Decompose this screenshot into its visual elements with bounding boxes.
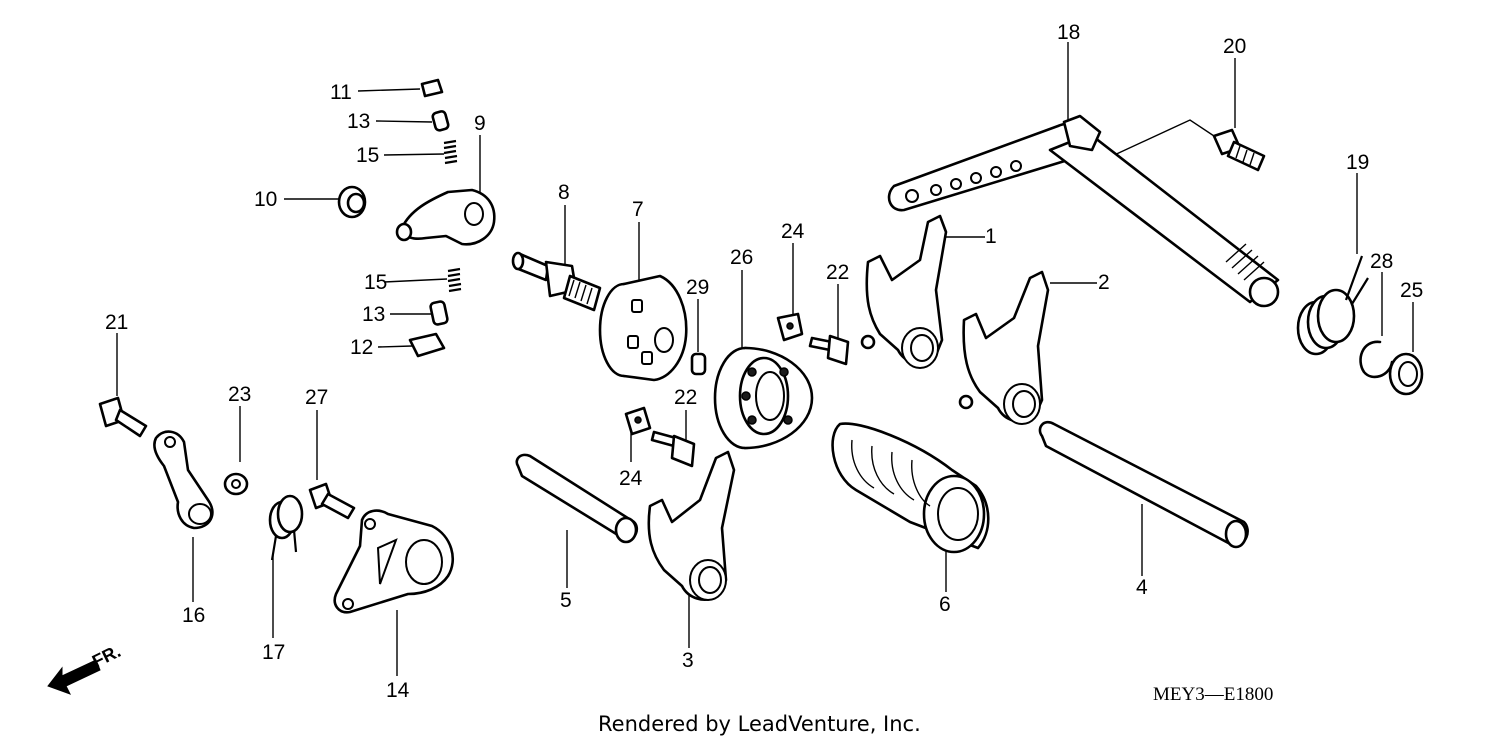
part-26-bearing <box>713 346 814 450</box>
credit-text: Rendered by LeadVenture, Inc. <box>598 712 921 736</box>
callout-15-lower: 15 <box>364 271 387 294</box>
part-16-stopper-arm <box>153 430 214 530</box>
callout-1: 1 <box>985 225 997 248</box>
part-1-shift-fork <box>860 214 948 369</box>
part-6-shift-drum <box>831 422 990 554</box>
callout-8: 8 <box>558 181 570 204</box>
part-12-stopper-cap <box>408 332 446 358</box>
part-15-upper-spring <box>443 139 458 165</box>
part-25-washer <box>1388 352 1424 396</box>
callout-5: 5 <box>560 589 572 612</box>
part-13-upper-pin <box>431 110 450 132</box>
callout-18: 18 <box>1057 21 1080 44</box>
part-23-washer <box>223 472 249 496</box>
part-2-shift-fork <box>958 270 1050 425</box>
callout-24-upper: 24 <box>781 220 805 243</box>
part-5-guide-shaft <box>515 453 639 544</box>
part-14-plate <box>333 509 455 614</box>
callout-13-lower: 13 <box>362 303 385 326</box>
part-20-bolt <box>1212 128 1266 172</box>
part-28-circlip <box>1359 340 1394 379</box>
callout-26: 26 <box>730 246 753 269</box>
callout-15-upper: 15 <box>356 144 379 167</box>
part-22-upper-bolt <box>808 334 850 366</box>
part-18-gearshift-spindle <box>887 114 1280 308</box>
callout-16: 16 <box>182 604 205 627</box>
part-9-stopper-arm <box>395 188 496 246</box>
part-24-upper-plate <box>776 312 804 342</box>
diagram-code: MEY3—E1800 <box>1153 684 1273 705</box>
part-4-guide-shaft <box>1038 420 1249 549</box>
part-24-lower-plate <box>624 406 652 436</box>
callout-22-upper: 22 <box>826 261 849 284</box>
part-10-collar <box>337 185 367 219</box>
leader-lines <box>116 42 1414 676</box>
callout-24-lower: 24 <box>619 467 643 490</box>
part-11-stopper-cap <box>420 78 444 98</box>
part-21-bolt <box>98 396 148 438</box>
callout-9: 9 <box>474 112 486 135</box>
callout-4: 4 <box>1136 576 1148 599</box>
fr-direction-arrow <box>47 659 101 695</box>
callout-11: 11 <box>330 81 352 104</box>
callout-25: 25 <box>1400 279 1423 302</box>
part-29-dowel-pin <box>690 352 707 376</box>
callout-29: 29 <box>686 276 709 299</box>
part-8-center-bolt <box>511 251 602 312</box>
callout-7: 7 <box>632 198 644 221</box>
callout-14: 14 <box>386 679 410 702</box>
part-22-lower-bolt <box>650 430 696 468</box>
callout-20: 20 <box>1223 35 1246 58</box>
callout-2: 2 <box>1098 271 1110 294</box>
callout-6: 6 <box>939 593 951 616</box>
callout-28: 28 <box>1370 250 1393 273</box>
part-19-return-spring <box>1296 255 1369 356</box>
callout-27: 27 <box>305 386 328 409</box>
callout-21: 21 <box>105 311 128 334</box>
part-13-lower-pin <box>429 300 449 326</box>
callout-22-lower: 22 <box>674 386 697 409</box>
callout-19: 19 <box>1346 151 1369 174</box>
callout-17: 17 <box>262 641 285 664</box>
part-27-bolt <box>308 482 356 520</box>
part-7-drum-center <box>598 274 688 382</box>
callout-numbers: 1 2 3 4 5 6 7 8 9 10 11 12 13 13 14 15 1… <box>105 21 1423 702</box>
callout-23: 23 <box>228 383 251 406</box>
callout-3: 3 <box>682 649 694 672</box>
part-17-spring <box>268 494 304 561</box>
part-15-lower-spring <box>447 267 462 293</box>
callout-13-upper: 13 <box>347 110 370 133</box>
part-3-shift-fork <box>647 450 736 601</box>
callout-10: 10 <box>254 188 277 211</box>
callout-12: 12 <box>350 336 373 359</box>
